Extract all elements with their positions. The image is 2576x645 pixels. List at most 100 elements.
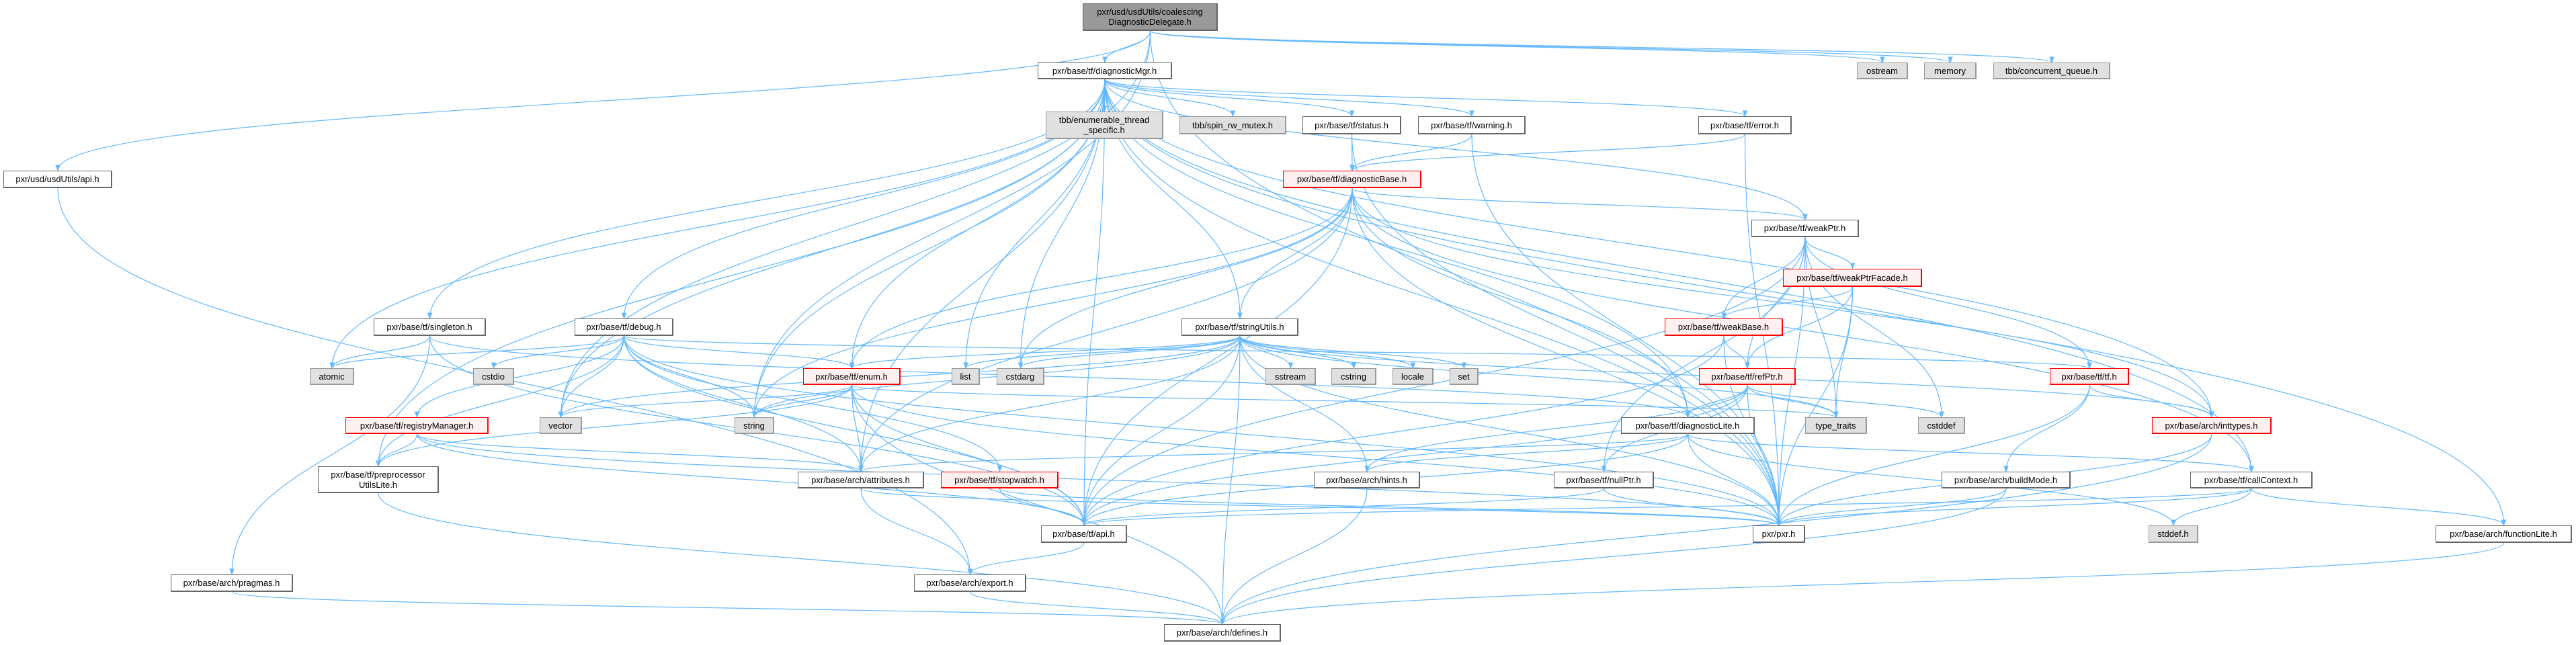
node-label: pxr/usd/usdUtils/coalescing [1097,7,1203,17]
node-defines[interactable]: pxr/base/arch/defines.h [1164,624,1281,642]
edge-nullPtr-to-tfApi [1081,488,1605,526]
node-warning[interactable]: pxr/base/tf/warning.h [1418,116,1526,134]
edge-refPtr-to-typeTraits [1747,384,1839,418]
node-cstring[interactable]: cstring [1331,368,1376,385]
node-locale[interactable]: locale [1393,368,1434,385]
node-label: cstddef [1927,420,1956,431]
edge-pragmas-to-defines [231,591,1225,625]
edge-enum-to-typeTraits [851,384,1839,418]
node-spin[interactable]: tbb/spin_rw_mutex.h [1179,116,1286,134]
edge-weakPtr-to-wpf [1804,236,1856,269]
edge-stringUtils-to-locale [1239,335,1416,369]
node-label: pxr/base/tf/diagnosticMgr.h [1052,65,1157,76]
edge-stringUtils-to-defines [1220,335,1241,625]
node-memory[interactable]: memory [1924,62,1977,79]
node-nullPtr[interactable]: pxr/base/tf/nullPtr.h [1554,472,1654,488]
node-attributes[interactable]: pxr/base/arch/attributes.h [798,472,924,488]
node-debug[interactable]: pxr/base/tf/debug.h [575,318,673,336]
edge-dbase-to-attributes [858,187,1353,472]
node-enum[interactable]: pxr/base/tf/enum.h [803,368,901,385]
edge-enum-to-defines [851,384,1225,625]
node-hints[interactable]: pxr/base/arch/hints.h [1314,472,1420,488]
edge-singleton-to-pragmas [229,335,431,575]
node-usdApi[interactable]: pxr/usd/usdUtils/api.h [3,171,112,188]
node-label: pxr/base/tf/diagnosticLite.h [1635,420,1740,431]
node-registry[interactable]: pxr/base/tf/registryManager.h [345,417,489,434]
edge-dbase-to-inttypes [1352,187,2214,418]
node-ets[interactable]: tbb/enumerable_thread_specific.h [1046,112,1163,139]
node-refPtr[interactable]: pxr/base/tf/refPtr.h [1699,368,1796,385]
node-set[interactable]: set [1450,368,1479,385]
node-label: pxr/base/arch/pragmas.h [183,578,280,588]
node-vector[interactable]: vector [540,417,582,434]
node-dbase[interactable]: pxr/base/tf/diagnosticBase.h [1283,171,1421,188]
node-atomic[interactable]: atomic [310,368,354,385]
node-label: pxr/base/tf/preprocessor [331,469,425,480]
node-typeTraits[interactable]: type_traits [1805,417,1867,434]
node-mgr[interactable]: pxr/base/tf/diagnosticMgr.h [1038,62,1172,79]
node-label: pxr/base/tf/stringUtils.h [1195,322,1284,332]
node-weakPtr[interactable]: pxr/base/tf/weakPtr.h [1751,220,1859,237]
edge-root-to-usdApi [55,30,1151,171]
node-label: pxr/base/tf/enum.h [815,371,888,382]
node-stringUtils[interactable]: pxr/base/tf/stringUtils.h [1181,318,1298,336]
edge-enum-to-attributes [851,384,864,472]
node-label: DiagnosticDelegate.h [1108,17,1192,27]
edge-mgr-to-debug [621,79,1106,319]
edge-stringUtils-to-attributes [858,335,1241,472]
node-label: cstdio [482,371,505,382]
node-cq[interactable]: tbb/concurrent_queue.h [1993,62,2110,79]
node-label: pxr/pxr.h [1761,529,1796,539]
edge-tf-to-pxr [1776,384,2090,526]
node-dlite[interactable]: pxr/base/tf/diagnosticLite.h [1621,417,1755,434]
edge-tf-to-inttypes [2089,384,2214,418]
node-inttypes[interactable]: pxr/base/arch/inttypes.h [2152,417,2272,434]
node-cstdarg[interactable]: cstdarg [997,368,1044,385]
edge-mgr-to-dlite [1104,79,1691,418]
node-string[interactable]: string [735,417,774,434]
edge-mgr-to-spin [1104,79,1236,117]
node-tf[interactable]: pxr/base/tf/tf.h [2050,368,2129,385]
node-label: memory [1934,65,1966,76]
node-functionLite[interactable]: pxr/base/arch/functionLite.h [2436,525,2572,543]
node-sstream[interactable]: sstream [1265,368,1316,385]
node-stddef[interactable]: stddef.h [2149,525,2198,543]
node-label: pxr/base/tf/status.h [1315,120,1388,130]
node-callContext[interactable]: pxr/base/tf/callContext.h [2190,472,2313,488]
node-pxr[interactable]: pxr/pxr.h [1753,525,1805,543]
edge-stopwatch-to-tfApi [999,488,1087,526]
edge-debug-to-vector [558,335,625,418]
node-buildMode[interactable]: pxr/base/arch/buildMode.h [1942,472,2071,488]
node-pragmas[interactable]: pxr/base/arch/pragmas.h [171,574,293,592]
edge-callContext-to-pxr [1776,488,2252,526]
node-ostream[interactable]: ostream [1857,62,1908,79]
node-label: pxr/base/tf/api.h [1052,529,1115,539]
edge-callContext-to-functionLite [2251,488,2507,526]
edge-root-to-memory [1149,30,1953,63]
edge-registry-to-ppl [376,433,418,467]
node-label: pxr/usd/usdUtils/api.h [15,174,99,184]
edge-dbase-to-tfApi [1081,187,1353,526]
node-cstddef[interactable]: cstddef [1918,417,1965,434]
edge-mgr-to-functionLite [1104,79,2507,526]
node-tfApi[interactable]: pxr/base/tf/api.h [1041,525,1127,543]
node-error[interactable]: pxr/base/tf/error.h [1698,116,1792,134]
node-stopwatch[interactable]: pxr/base/tf/stopwatch.h [941,472,1058,488]
node-weakBase[interactable]: pxr/base/tf/weakBase.h [1665,318,1783,336]
node-status[interactable]: pxr/base/tf/status.h [1302,116,1401,134]
edge-dbase-to-weakPtr [1352,187,1808,220]
edge-wpf-to-refPtr [1745,286,1854,369]
node-label: ostream [1866,65,1898,76]
node-wpf[interactable]: pxr/base/tf/weakPtrFacade.h [1783,269,1922,287]
node-export[interactable]: pxr/base/arch/export.h [914,574,1026,592]
edge-enum-to-pxr [851,384,1782,526]
node-label: atomic [319,371,345,382]
node-label: cstdarg [1005,371,1035,382]
node-list[interactable]: list [952,368,980,385]
node-singleton[interactable]: pxr/base/tf/singleton.h [374,318,486,336]
node-cstdio[interactable]: cstdio [473,368,514,385]
node-label: locale [1401,371,1424,382]
edge-tf-to-buildMode [2003,384,2090,472]
